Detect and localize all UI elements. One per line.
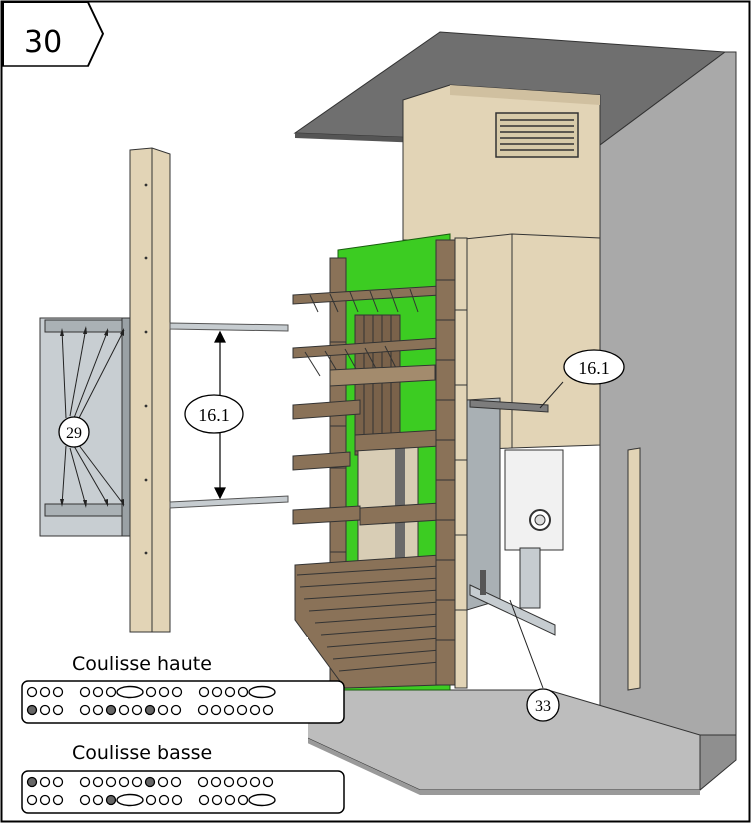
open-hole <box>118 704 130 716</box>
open-hole <box>92 686 104 698</box>
step-number: 30 <box>24 25 62 60</box>
open-hole <box>158 794 170 806</box>
open-hole <box>52 704 64 716</box>
open-hole <box>197 776 209 788</box>
open-hole <box>170 776 182 788</box>
bottom-strip <box>21 770 345 814</box>
open-hole <box>52 686 64 698</box>
filled-hole <box>144 776 156 788</box>
open-hole <box>224 686 236 698</box>
open-hole <box>224 794 236 806</box>
open-hole <box>79 776 91 788</box>
open-hole <box>145 794 157 806</box>
open-hole <box>105 776 117 788</box>
open-hole <box>157 776 169 788</box>
filled-hole <box>26 776 38 788</box>
open-hole <box>79 794 91 806</box>
open-hole <box>157 704 169 716</box>
open-hole <box>79 704 91 716</box>
open-hole <box>145 686 157 698</box>
open-hole <box>92 704 104 716</box>
open-hole <box>262 776 274 788</box>
front-panel-assembly <box>435 233 641 691</box>
open-hole <box>223 776 235 788</box>
shelf-slats <box>292 285 441 689</box>
filled-hole <box>105 794 117 806</box>
slot-hole <box>116 685 144 699</box>
callout-dim-right: 16.1 <box>563 349 625 385</box>
open-hole <box>210 776 222 788</box>
top-strip-holes <box>26 685 276 716</box>
open-hole <box>26 794 38 806</box>
open-hole <box>171 686 183 698</box>
open-hole <box>52 794 64 806</box>
open-hole <box>236 776 248 788</box>
open-hole <box>249 776 261 788</box>
legend: Coulisse haute Coulisse basse <box>8 637 345 817</box>
slot-hole <box>116 793 144 807</box>
open-hole <box>211 794 223 806</box>
open-hole <box>211 686 223 698</box>
open-hole <box>158 686 170 698</box>
open-hole <box>170 704 182 716</box>
open-hole <box>198 686 210 698</box>
filled-hole <box>144 704 156 716</box>
open-hole <box>39 686 51 698</box>
open-hole <box>131 776 143 788</box>
open-hole <box>171 794 183 806</box>
callout-dim-left: 16.1 <box>184 394 244 434</box>
open-hole <box>262 704 274 716</box>
slot-hole <box>248 685 276 699</box>
part-33-leader <box>509 599 544 689</box>
open-hole <box>197 704 209 716</box>
open-hole <box>39 794 51 806</box>
open-hole <box>223 704 235 716</box>
filled-hole <box>105 704 117 716</box>
callout-part-33: 33 <box>526 688 560 722</box>
part-33-label: 33 <box>535 698 551 715</box>
open-hole <box>249 704 261 716</box>
open-hole <box>118 776 130 788</box>
top-strip <box>21 680 345 724</box>
open-hole <box>52 776 64 788</box>
open-hole <box>237 794 249 806</box>
dim-right-label: 16.1 <box>578 358 610 378</box>
step-number-tag: 30 <box>2 1 105 67</box>
open-hole <box>39 776 51 788</box>
right-dim-leader <box>539 381 564 409</box>
open-hole <box>92 794 104 806</box>
legend-bottom-label: Coulisse basse <box>72 742 212 764</box>
open-hole <box>237 686 249 698</box>
legend-top-label: Coulisse haute <box>72 653 212 675</box>
part-29-leaders <box>61 327 125 507</box>
callout-part-29: 29 <box>58 416 90 448</box>
chimney-hood <box>402 84 601 241</box>
open-hole <box>79 686 91 698</box>
vent-grille <box>495 112 579 158</box>
open-hole <box>198 794 210 806</box>
open-hole <box>131 704 143 716</box>
open-hole <box>105 686 117 698</box>
part-29-label: 29 <box>66 425 82 442</box>
open-hole <box>39 704 51 716</box>
dim-left-label: 16.1 <box>198 405 230 425</box>
open-hole <box>210 704 222 716</box>
open-hole <box>92 776 104 788</box>
bottom-strip-holes <box>26 776 276 807</box>
open-hole <box>236 704 248 716</box>
filled-hole <box>26 704 38 716</box>
slot-hole <box>248 793 276 807</box>
open-hole <box>26 686 38 698</box>
